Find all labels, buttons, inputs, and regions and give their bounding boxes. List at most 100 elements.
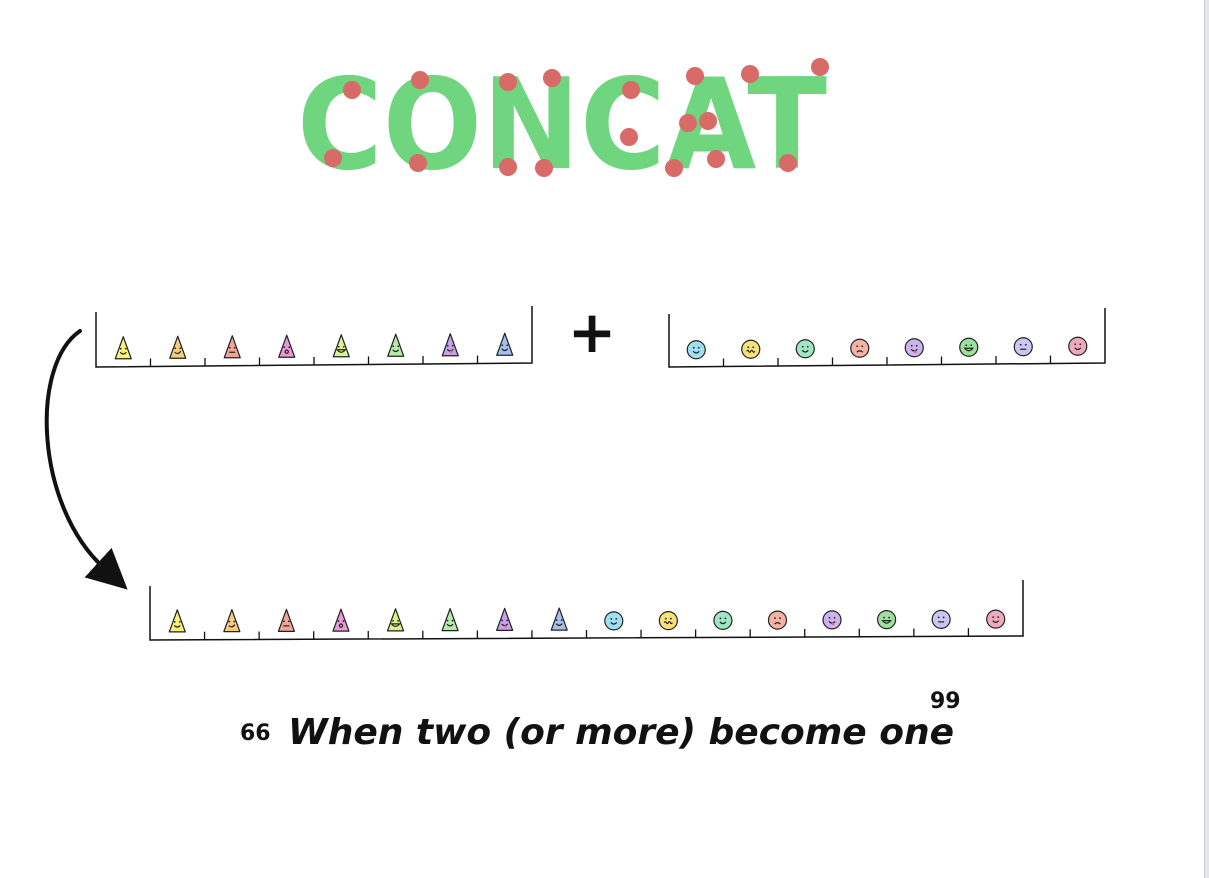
circle-item	[686, 340, 706, 360]
triangle-item	[278, 334, 296, 358]
triangle-shape	[223, 609, 241, 633]
face-eye	[506, 344, 509, 347]
triangle-shape	[441, 333, 459, 357]
caption: When two (or more) become one	[288, 712, 954, 753]
face-eye	[228, 346, 231, 349]
face-mouth	[390, 623, 401, 627]
circle-item	[713, 610, 733, 630]
triangle-shape	[114, 336, 132, 360]
triangle-item	[223, 609, 241, 633]
face-eye	[970, 344, 973, 347]
face-mouth	[501, 348, 509, 352]
face-eye	[560, 619, 563, 622]
face-mouth	[174, 350, 182, 355]
title-dot	[324, 149, 342, 167]
face-eye	[883, 616, 885, 619]
face-eye	[342, 345, 345, 348]
face-eye	[615, 617, 618, 620]
face-mouth	[963, 347, 974, 352]
face-eye	[288, 346, 291, 349]
circle-item	[850, 338, 870, 358]
circle-shape	[795, 339, 815, 359]
face-eye	[337, 345, 340, 348]
face-eye	[397, 345, 400, 348]
face-eye	[692, 346, 695, 349]
face-mouth	[555, 623, 563, 626]
face-eye	[992, 616, 995, 619]
triangle-item	[496, 607, 514, 631]
face-tongue	[449, 350, 453, 354]
face-mouth	[692, 350, 700, 354]
circle-shape	[1013, 337, 1033, 357]
face-eye	[233, 346, 236, 349]
triangle-item	[550, 607, 568, 631]
face-eye	[397, 619, 399, 622]
array-result	[149, 580, 1024, 641]
face-tongue	[504, 625, 507, 628]
face-eye	[697, 346, 700, 349]
title-dot	[499, 73, 517, 91]
title-dot	[811, 58, 829, 76]
face-eye	[719, 617, 722, 620]
face-eye	[915, 344, 918, 347]
title-dot	[543, 69, 561, 87]
face-eye	[119, 347, 122, 350]
face-eye	[283, 346, 286, 349]
triangle-shape	[223, 335, 241, 359]
face-eye	[342, 620, 345, 623]
title-dot	[679, 114, 697, 132]
face-mouth	[746, 349, 756, 353]
face-mouth	[856, 350, 864, 353]
face-eye	[801, 345, 804, 348]
face-eye	[965, 344, 968, 347]
face-mouth	[284, 349, 289, 354]
caption-close-quote: 99	[930, 689, 961, 714]
face-eye	[669, 617, 672, 620]
array-a	[95, 306, 533, 368]
face-eye	[937, 616, 940, 619]
face-mouth	[719, 621, 727, 625]
face-eye	[724, 617, 727, 620]
circle-shape	[1068, 336, 1088, 356]
face-eye	[747, 346, 750, 349]
face-eye	[501, 344, 504, 347]
face-eye	[861, 345, 864, 348]
plus-operator: +	[568, 298, 617, 366]
face-eye	[806, 345, 809, 348]
face-eye	[174, 347, 177, 350]
triangle-shape	[496, 607, 514, 631]
face-tongue	[913, 350, 917, 354]
face-eye	[1024, 343, 1027, 346]
face-eye	[179, 347, 182, 350]
triangle-shape	[386, 608, 405, 632]
circle-item	[741, 339, 761, 359]
title-dot	[741, 65, 759, 83]
face-eye	[888, 616, 890, 619]
face-mouth	[173, 624, 181, 628]
title-dot	[499, 158, 517, 176]
face-eye	[910, 344, 913, 347]
title-dot	[411, 71, 429, 89]
title-dot	[622, 81, 640, 99]
triangle-shape	[277, 608, 296, 632]
title-dot	[409, 154, 427, 172]
triangle-item	[386, 608, 405, 632]
title-dot	[707, 150, 725, 168]
circle-shape	[850, 338, 870, 358]
face-eye	[228, 620, 231, 623]
circle-item	[931, 609, 951, 629]
circle-shape	[959, 337, 979, 357]
face-mouth	[1074, 347, 1082, 351]
face-eye	[451, 619, 454, 622]
triangle-item	[168, 609, 186, 633]
face-mouth	[801, 349, 809, 353]
face-eye	[664, 617, 667, 620]
face-eye	[997, 616, 1000, 619]
curved-arrow	[44, 329, 128, 590]
caption-open-quote: 66	[240, 721, 271, 746]
triangle-item	[387, 333, 405, 357]
face-eye	[233, 620, 236, 623]
face-eye	[178, 620, 181, 623]
face-eye	[173, 620, 176, 623]
face-eye	[392, 619, 394, 622]
